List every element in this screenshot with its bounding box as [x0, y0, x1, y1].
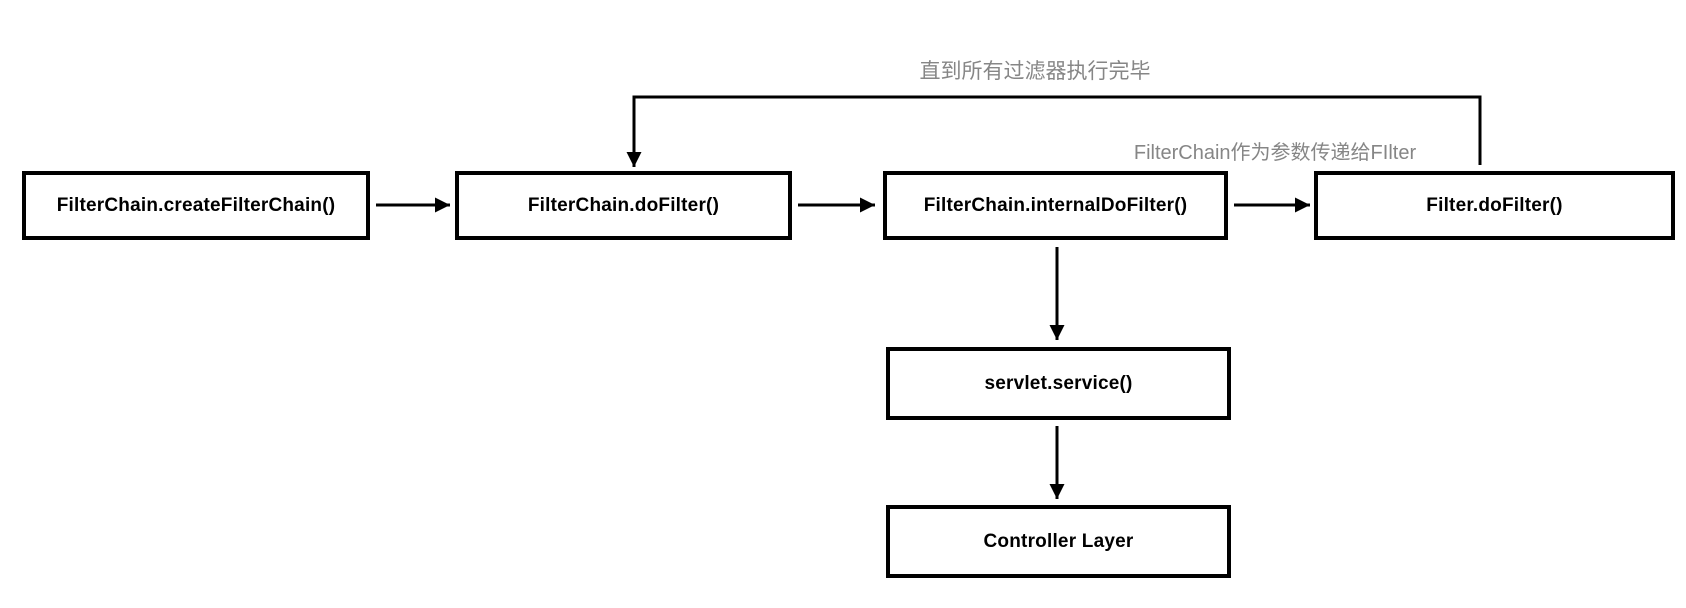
node-filterchain-dofilter: FilterChain.doFilter(): [455, 171, 792, 240]
node-filterchain-createfilterchain: FilterChain.createFilterChain(): [22, 171, 370, 240]
node-label: FilterChain.doFilter(): [527, 194, 720, 216]
loop-back-arrow: [626, 95, 1482, 167]
loop-annotation: 直到所有过滤器执行完毕: [919, 60, 1151, 83]
node-label: servlet.service(): [984, 372, 1133, 394]
node-label: FilterChain.createFilterChain(): [56, 194, 336, 216]
param-annotation: FilterChain作为参数传递给FIlter: [1133, 142, 1417, 164]
node-label: Filter.doFilter(): [1426, 194, 1563, 216]
node-controller-layer: Controller Layer: [886, 505, 1231, 578]
node-label: Controller Layer: [983, 530, 1134, 552]
node-filterchain-internaldofilter: FilterChain.internalDoFilter(): [883, 171, 1228, 240]
node-filter-dofilter: Filter.doFilter(): [1314, 171, 1675, 240]
node-label: FilterChain.internalDoFilter(): [923, 194, 1188, 216]
node-servlet-service: servlet.service(): [886, 347, 1231, 420]
